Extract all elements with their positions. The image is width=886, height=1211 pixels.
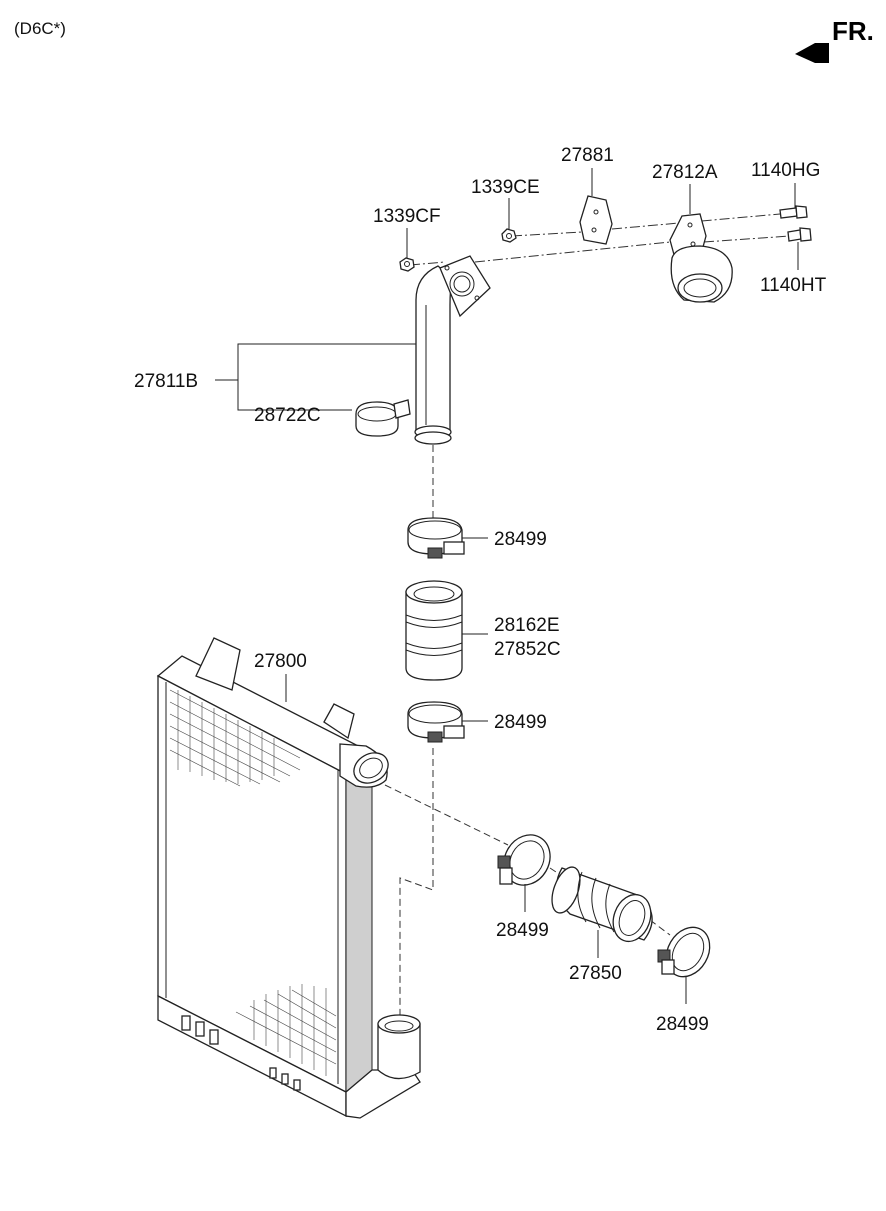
part-label-27852c: 27852C (494, 639, 561, 660)
alignment-line (399, 748, 434, 1018)
part-label-1140ht: 1140HT (760, 275, 827, 296)
nut-1339ce (501, 228, 517, 243)
part-label-28499-right: 28499 (656, 1014, 709, 1035)
intercooler-27800 (156, 637, 421, 1119)
hose-28162e (405, 580, 463, 681)
part-label-1339cf: 1339CF (373, 206, 441, 227)
nut-1339cf (399, 257, 415, 272)
bolt-1140ht (787, 227, 812, 242)
part-label-28162e: 28162E (494, 615, 560, 636)
alignment-line (511, 231, 583, 237)
engine-code-label: (D6C*) (14, 19, 66, 38)
part-label-28499-upper: 28499 (494, 529, 547, 550)
hose-clamp-28499-middle (407, 701, 465, 743)
part-label-28499-middle: 28499 (494, 712, 547, 733)
part-label-27800: 27800 (254, 651, 307, 672)
alignment-line (649, 919, 671, 936)
hose-clamp-28499-right (657, 926, 711, 978)
leader-line (237, 343, 416, 411)
alignment-line (703, 235, 791, 243)
part-label-27850: 27850 (569, 963, 622, 984)
part-label-28499-left: 28499 (496, 920, 549, 941)
alignment-line (384, 784, 509, 846)
pipe-27811b (414, 255, 491, 445)
core-mesh-upper (169, 689, 301, 787)
part-label-27812a: 27812A (652, 162, 718, 183)
alignment-line (611, 213, 781, 230)
front-arrow-icon (795, 43, 829, 63)
front-indicator-label: FR. (832, 16, 874, 46)
part-label-27811b: 27811B (134, 371, 198, 392)
elbow-27812a (669, 213, 733, 303)
part-label-28722c: 28722C (254, 405, 321, 426)
core-mesh-lower (235, 984, 337, 1076)
part-label-1140hg: 1140HG (751, 160, 820, 181)
clamp-28722c (355, 399, 411, 437)
hose-clamp-28499-left (497, 834, 551, 886)
hose-27850 (551, 866, 653, 943)
part-label-27881: 27881 (561, 145, 614, 166)
bolt-1140hg (779, 205, 808, 219)
part-label-1339ce: 1339CE (471, 177, 540, 198)
alignment-line (474, 239, 691, 263)
alignment-line (409, 261, 446, 266)
hose-clamp-28499-upper (407, 517, 465, 559)
bracket-27881 (579, 195, 613, 245)
